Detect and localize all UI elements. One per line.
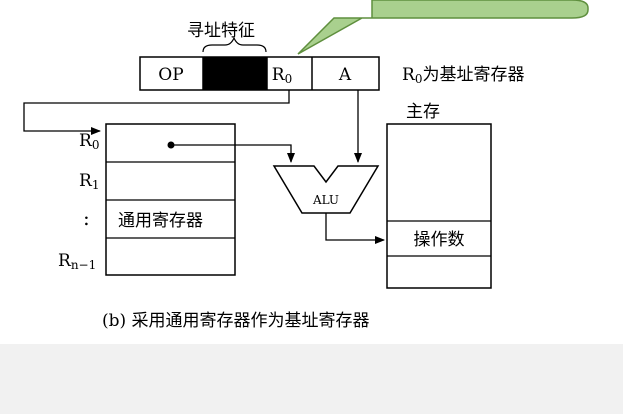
figure-caption: (b) 采用通用寄存器作为基址寄存器 — [102, 311, 370, 331]
r0-field: R0 — [272, 65, 292, 86]
base-register-note: R0为基址寄存器 — [402, 65, 524, 86]
callout-bubble — [297, 0, 589, 55]
reg-label-r0: R0 — [79, 131, 99, 152]
r0-to-alu-arrow — [171, 144, 295, 163]
reg-label-r1: R1 — [79, 171, 99, 192]
main-memory: 操作数 — [386, 123, 492, 289]
alu: ALU — [272, 165, 380, 214]
footer-area — [0, 344, 623, 414]
gp-register-label: 通用寄存器 — [118, 211, 203, 231]
addressing-bits-field — [203, 57, 267, 90]
operand-cell: 操作数 — [414, 230, 465, 250]
addressing-brace — [202, 36, 267, 53]
alu-label: ALU — [312, 193, 339, 207]
main-memory-label: 主存 — [406, 102, 440, 122]
reg-label-rn1: Rn−1 — [58, 251, 96, 272]
reg-label-ellipsis: : — [83, 206, 90, 230]
r0-select-arrow — [23, 90, 290, 135]
alu-to-operand-arrow — [325, 213, 385, 244]
address-field: A — [338, 65, 352, 85]
addressing-label: 寻址特征 — [187, 21, 255, 41]
register-file: 通用寄存器 — [105, 123, 236, 276]
op-field: OP — [158, 65, 183, 85]
instruction-format: OP R0 A — [139, 56, 380, 91]
